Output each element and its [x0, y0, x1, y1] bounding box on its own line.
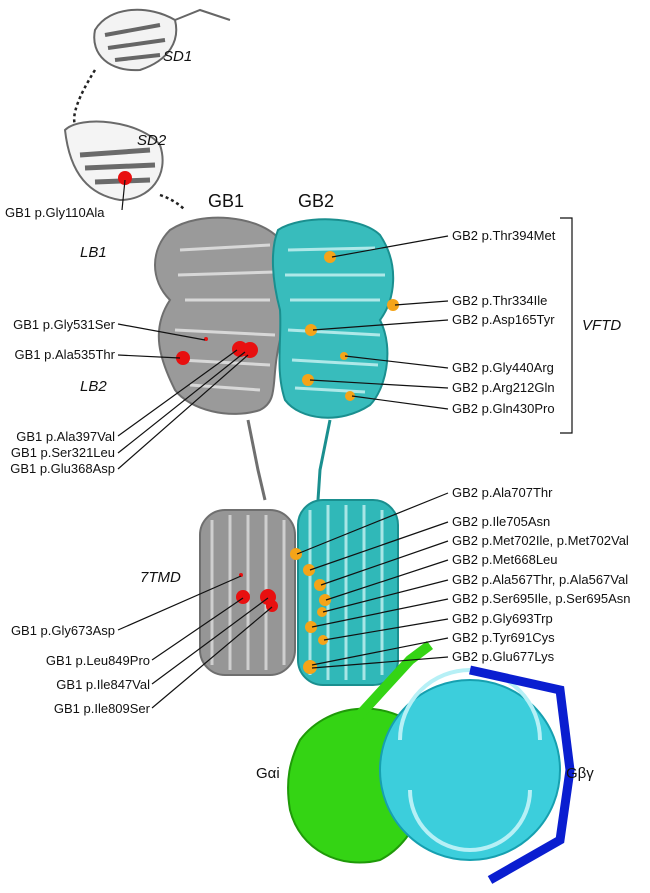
variant-label: GB1 p.Gly110Ala	[5, 205, 105, 220]
variant-label: GB2 p.Tyr691Cys	[452, 630, 555, 645]
gb2-7tmd	[297, 419, 399, 686]
disordered-linker	[72, 69, 97, 126]
variant-label: GB2 p.Arg212Gln	[452, 380, 555, 395]
variant-label: GB2 p.Ala567Thr, p.Ala567Val	[452, 572, 629, 587]
variant-label: GB2 p.Gly440Arg	[452, 360, 554, 375]
variant-label: GB1 p.Leu849Pro	[45, 653, 150, 668]
label-gbetagamma: Gβγ	[566, 765, 594, 782]
variant-label: GB1 p.Ile847Val	[56, 677, 150, 692]
variant-label: GB1 p.Ser321Leu	[10, 445, 115, 460]
variant-label: GB1 p.Gly531Ser	[13, 317, 115, 332]
variant-label: GB2 p.Met702Ile, p.Met702Val	[452, 533, 629, 548]
gb2-variant-spheres	[290, 251, 399, 674]
gb1-7tmd	[199, 419, 296, 676]
label-gb1: GB1	[208, 191, 245, 211]
label-vftd: VFTD	[582, 317, 622, 334]
label-7tmd: 7TMD	[140, 569, 181, 586]
variant-label: GB1 p.Gly673Asp	[10, 623, 115, 638]
ggamma-subunit	[469, 665, 575, 884]
variant-label: GB1 p.Ala397Val	[16, 429, 115, 444]
variant-label: GB2 p.Ala707Thr	[452, 485, 553, 500]
variant-label: GB2 p.Gly693Trp	[452, 611, 553, 626]
variant-label: GB2 p.Ile705Asn	[452, 514, 551, 529]
label-galpha: Gαi	[256, 765, 280, 782]
variant-label: GB2 p.Asp165Tyr	[452, 312, 555, 327]
variant-label: GB2 p.Gln430Pro	[452, 401, 555, 416]
variant-label: GB2 p.Met668Leu	[452, 552, 558, 567]
disordered-linker	[159, 193, 186, 211]
variant-label: GB2 p.Ser695Ile, p.Ser695Asn	[452, 591, 631, 606]
variant-label: GB1 p.Ala535Thr	[14, 347, 115, 362]
vftd-bracket	[560, 217, 573, 434]
gbeta-subunit	[379, 668, 561, 861]
label-sd1: SD1	[163, 48, 193, 65]
variant-label: GB1 p.Ile809Ser	[53, 701, 150, 716]
label-sd2: SD2	[137, 132, 167, 149]
gb2-vftd	[271, 218, 395, 419]
sd1-domain	[93, 8, 231, 72]
variant-label: GB2 p.Glu677Lys	[452, 649, 555, 664]
variant-label: GB1 p.Glu368Asp	[10, 461, 115, 476]
label-lb2: LB2	[80, 378, 107, 395]
variant-label: GB2 p.Thr334Ile	[452, 293, 548, 308]
label-lb1: LB1	[80, 244, 107, 261]
gb1-vftd	[154, 216, 287, 415]
leader-lines	[117, 179, 449, 709]
variant-sphere-gb1	[118, 171, 132, 185]
label-gb2: GB2	[298, 191, 335, 211]
variant-label: GB2 p.Thr394Met	[452, 228, 556, 243]
